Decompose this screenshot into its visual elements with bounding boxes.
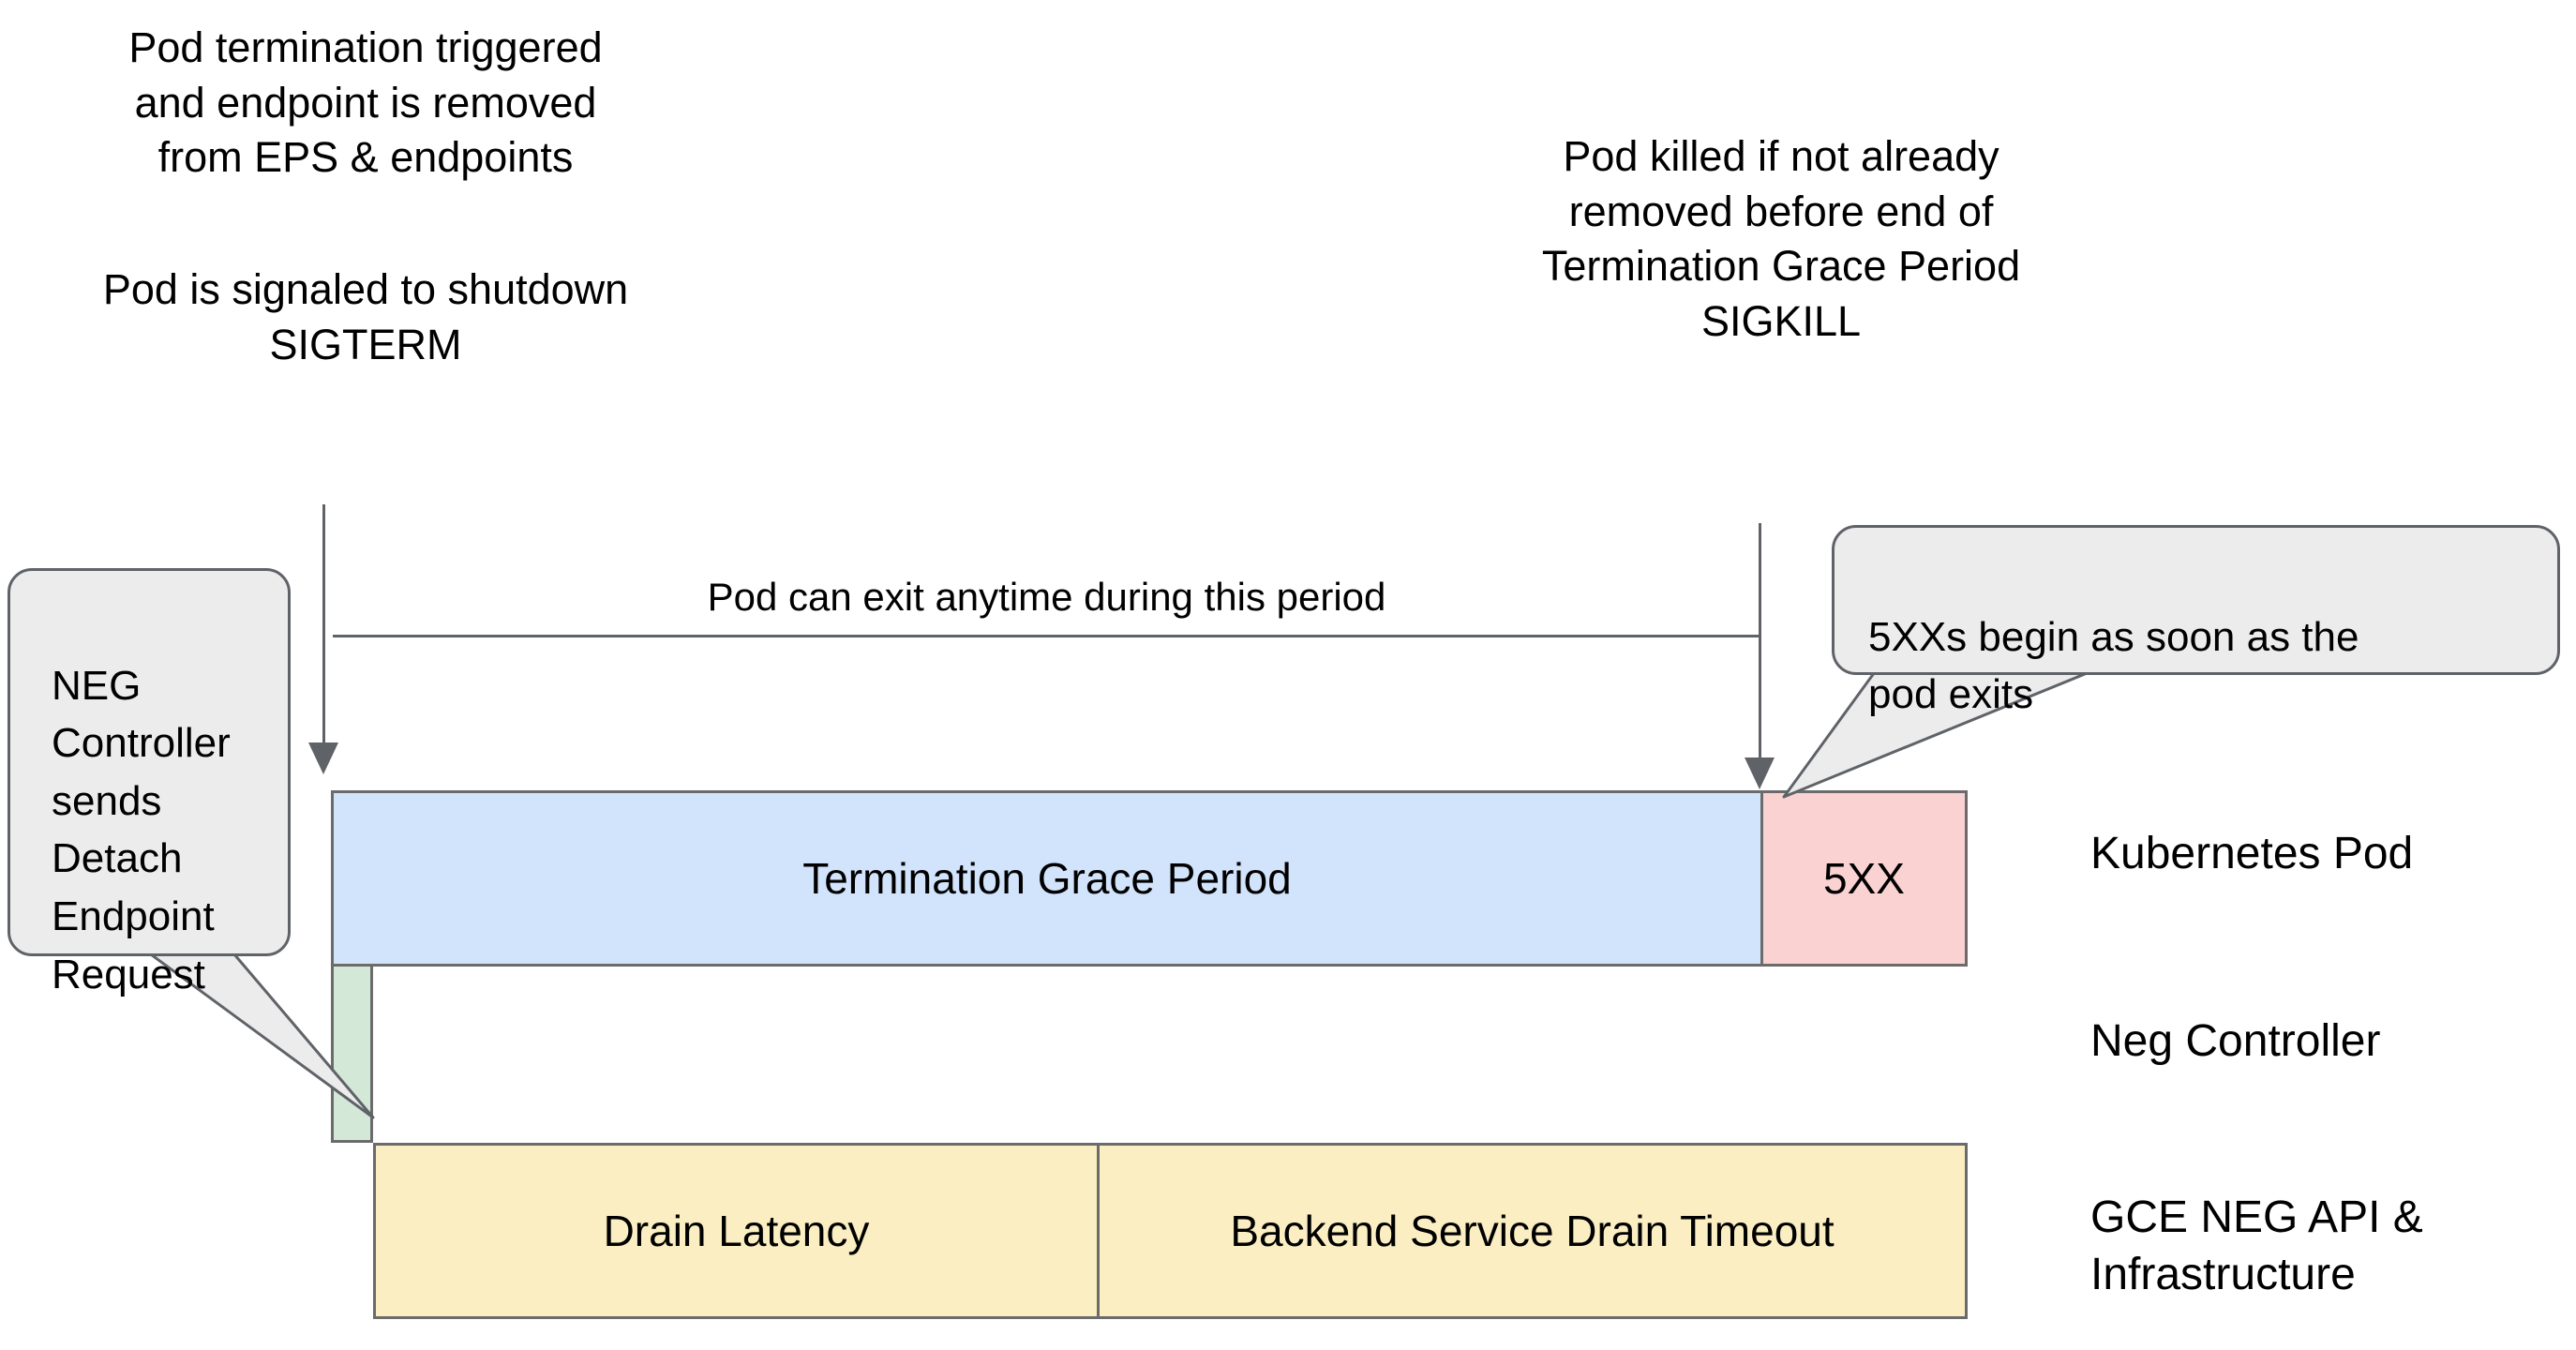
- lane-label-neg-controller: Neg Controller: [2090, 1016, 2381, 1066]
- lane-label-kubernetes-pod: Kubernetes Pod: [2090, 829, 2414, 878]
- span-label-pod-can-exit: Pod can exit anytime during this period: [707, 575, 1386, 619]
- note-pod-killed-sigkill: Pod killed if not already removed before…: [1541, 132, 2021, 345]
- callout-five-xx-begin[interactable]: 5XXs begin as soon as the pod exits: [1832, 525, 2560, 717]
- arrow-head-grace-period-end-icon: [1745, 758, 1775, 789]
- arrow-line-termination-start: [322, 504, 325, 748]
- callout-text-five-xx: 5XXs begin as soon as the pod exits: [1868, 613, 2359, 718]
- span-line-pod-can-exit: [333, 635, 1760, 638]
- arrow-head-termination-start-icon: [308, 742, 338, 774]
- bar-label-backend-service-drain-timeout: Backend Service Drain Timeout: [1230, 1207, 1835, 1255]
- callout-text-neg-controller: NEG Controller sends Detach Endpoint Req…: [52, 662, 231, 998]
- lane-label-gce-neg-api: GCE NEG API & Infrastructure: [2090, 1192, 2423, 1300]
- bar-five-xx[interactable]: 5XX: [1760, 790, 1968, 967]
- bar-label-five-xx: 5XX: [1823, 854, 1905, 903]
- bar-termination-grace-period[interactable]: Termination Grace Period: [331, 790, 1760, 967]
- bar-label-termination-grace-period: Termination Grace Period: [802, 854, 1292, 903]
- callout-neg-controller-detach[interactable]: NEG Controller sends Detach Endpoint Req…: [7, 568, 291, 998]
- bar-backend-service-drain-timeout[interactable]: Backend Service Drain Timeout: [1097, 1143, 1968, 1319]
- arrow-line-grace-period-end: [1759, 523, 1761, 764]
- note-pod-termination-triggered: Pod termination triggered and endpoint i…: [128, 23, 603, 181]
- bar-drain-latency[interactable]: Drain Latency: [373, 1143, 1097, 1319]
- bar-label-drain-latency: Drain Latency: [603, 1207, 870, 1255]
- note-pod-signaled-sigterm: Pod is signaled to shutdown SIGTERM: [102, 265, 629, 368]
